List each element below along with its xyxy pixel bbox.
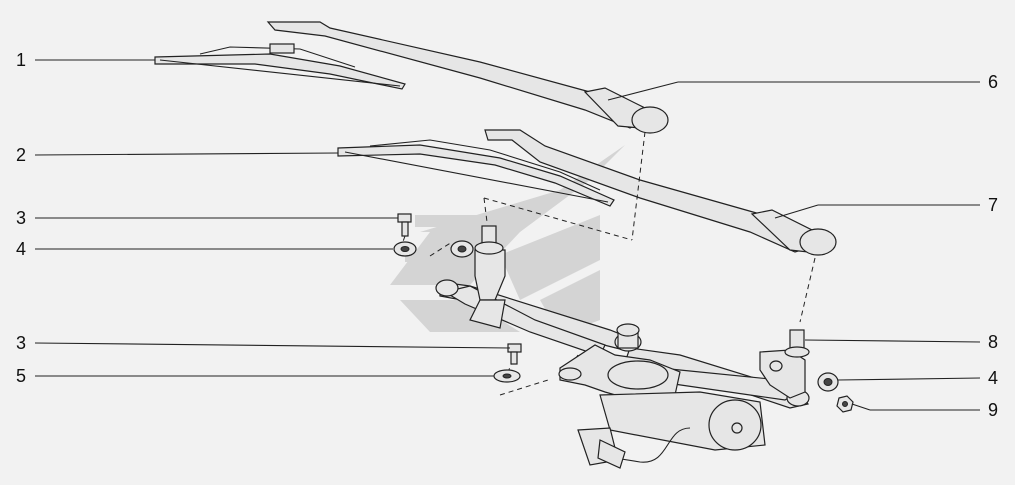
callout-label-8: 8 <box>988 332 999 352</box>
callout-label-7: 7 <box>988 195 999 215</box>
callout-label-5: 5 <box>16 366 27 386</box>
washer-upper-left <box>393 241 417 257</box>
washer-lower <box>493 369 521 383</box>
nut-right <box>836 395 854 413</box>
wiper-blade-upper <box>154 43 406 90</box>
callout-label-6: 6 <box>988 72 999 92</box>
wiper-arm-lower <box>484 129 837 256</box>
screw-upper <box>397 213 412 237</box>
callout-label-2: 2 <box>16 145 27 165</box>
callout-leaders <box>34 59 981 411</box>
callout-label-3-upper: 3 <box>16 208 27 228</box>
callout-label-4-left: 4 <box>16 239 27 259</box>
alignment-lines <box>399 131 816 396</box>
wiper-motor-assembly <box>558 344 766 469</box>
wiper-arm-upper <box>266 21 669 134</box>
callout-label-9: 9 <box>988 400 999 420</box>
wiper-blade-lower <box>337 139 615 207</box>
callout-label-1: 1 <box>16 50 27 70</box>
fasteners <box>393 213 854 413</box>
callout-label-3-lower: 3 <box>16 333 27 353</box>
screw-lower <box>507 343 522 365</box>
callout-label-4-right: 4 <box>988 368 999 388</box>
washer-right <box>817 372 839 392</box>
washer-pivot-left <box>450 240 474 258</box>
